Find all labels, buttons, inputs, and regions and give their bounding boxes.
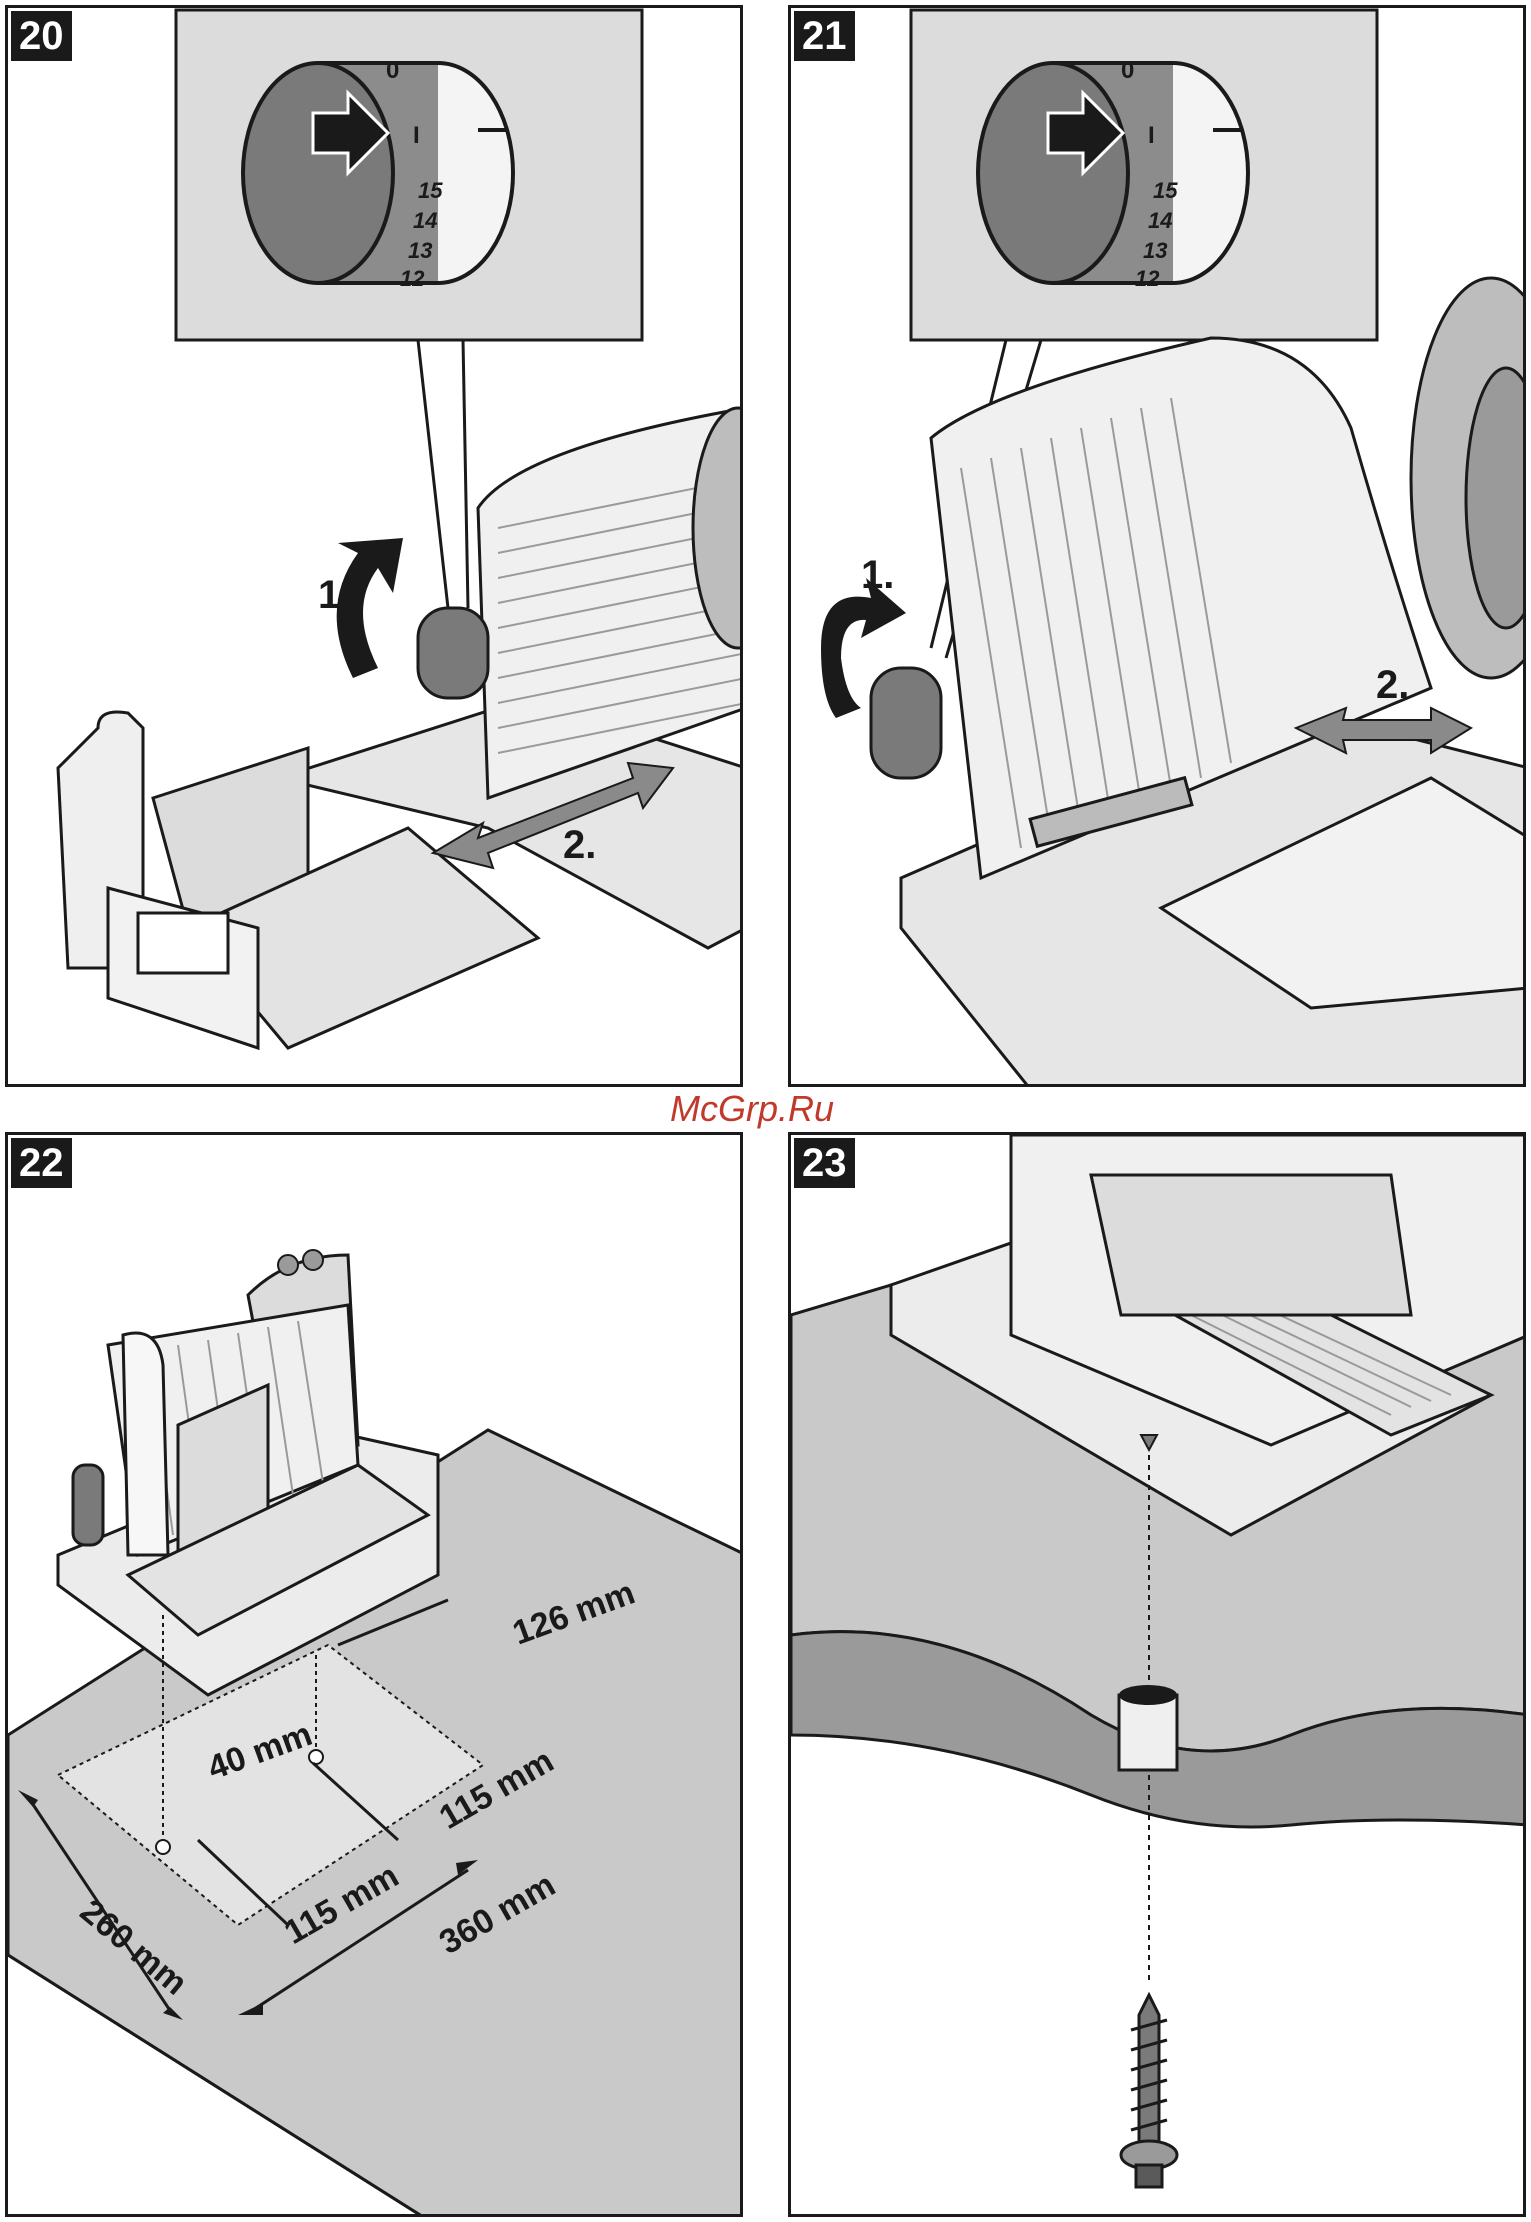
illustration-20: 0 I 15 14 13 12 <box>8 8 743 1087</box>
panel-22: 22 <box>5 1132 743 2217</box>
thickness-knob-icon <box>73 1465 103 1545</box>
dial-mark: 13 <box>408 238 432 263</box>
illustration-23 <box>791 1135 1526 2217</box>
dial-mark: 13 <box>1143 238 1167 263</box>
dial-mark: 14 <box>413 208 437 233</box>
illustration-22: 126 mm 40 mm 115 mm 115 mm 260 mm 360 mm <box>8 1135 743 2217</box>
step-label: 1. <box>318 573 351 617</box>
watermark: McGrp.Ru <box>670 1088 834 1130</box>
step-label: 2. <box>1376 663 1409 707</box>
panel-23: 23 <box>788 1132 1526 2217</box>
panel-number: 21 <box>794 11 855 61</box>
illustration-21: 0 I 15 14 13 12 1. 2. <box>791 8 1526 1087</box>
dial-mark: I <box>1148 122 1155 149</box>
thickness-knob-icon <box>871 668 941 778</box>
panel-number: 22 <box>11 1138 72 1188</box>
dial-mark: 12 <box>1135 266 1160 291</box>
step-label: 2. <box>563 823 596 867</box>
thickness-knob-icon <box>418 608 488 698</box>
dial-mark: 0 <box>1121 57 1134 84</box>
slicer-body <box>871 278 1526 1087</box>
panel-number: 20 <box>11 11 72 61</box>
dial-mark: 12 <box>400 266 425 291</box>
dial-knob-icon <box>978 63 1248 283</box>
panel-number: 23 <box>794 1138 855 1188</box>
panel-20: 20 0 I 15 14 13 12 <box>5 5 743 1087</box>
dial-mark: I <box>413 122 420 149</box>
drill-hole-marker <box>156 1840 170 1854</box>
panel-21: 21 0 I 15 14 13 12 <box>788 5 1526 1087</box>
dowel-icon <box>1119 1685 1177 1770</box>
dial-mark: 15 <box>418 178 443 203</box>
dial-mark: 0 <box>386 57 399 84</box>
dial-mark: 14 <box>1148 208 1172 233</box>
screw-icon <box>1121 1995 1177 2187</box>
step-label: 1. <box>861 553 894 597</box>
dial-knob-icon <box>243 63 513 283</box>
dial-mark: 15 <box>1153 178 1178 203</box>
